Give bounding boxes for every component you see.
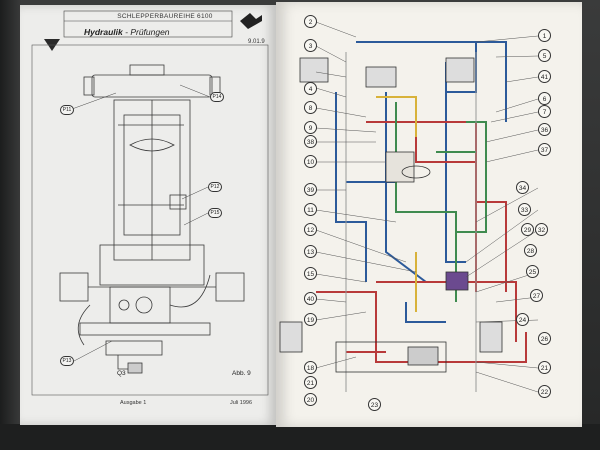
callout-left-3: P12 <box>208 182 222 192</box>
callout-28: 28 <box>524 244 537 257</box>
callout-21-left: 21 <box>304 376 317 389</box>
callout-1: 1 <box>538 29 551 42</box>
hydraulic-components <box>279 57 503 373</box>
hydraulic-diagram <box>279 21 539 393</box>
callout-2: 2 <box>304 15 317 28</box>
callout-3: 3 <box>304 39 317 52</box>
book-cover <box>0 424 600 450</box>
callout-41: 41 <box>538 70 551 83</box>
callout-left-1: P11 <box>60 105 74 115</box>
section-title: Hydraulik <box>84 27 123 37</box>
callout-10: 10 <box>304 155 317 168</box>
callout-12: 12 <box>304 223 317 236</box>
callout-13: 13 <box>304 245 317 258</box>
tractor-logo-icon <box>240 13 262 29</box>
date-label: Juli 1996 <box>230 400 253 406</box>
part-label: Q3 <box>117 370 126 377</box>
callout-leaders <box>315 21 539 393</box>
edition-label: Ausgabe 1 <box>120 400 147 406</box>
callout-26: 26 <box>538 332 551 345</box>
callout-left-2: P14 <box>210 92 224 102</box>
callout-19: 19 <box>304 313 317 326</box>
callout-34: 34 <box>516 181 529 194</box>
callout-39: 39 <box>304 183 317 196</box>
callout-6: 6 <box>538 92 551 105</box>
left-page: SCHLEPPERBAUREIHE 6100 Hydraulik - Prüfu… <box>20 5 276 425</box>
callout-36: 36 <box>538 123 551 136</box>
callout-20: 20 <box>304 393 317 406</box>
left-diagram <box>31 10 269 396</box>
callout-9: 9 <box>304 121 317 134</box>
callout-22: 22 <box>538 385 551 398</box>
figure-frame <box>31 44 269 396</box>
page-title: Hydraulik - Prüfungen <box>84 27 170 37</box>
callout-left-5: P13 <box>60 356 74 366</box>
callout-32: 32 <box>535 223 548 236</box>
callout-24: 24 <box>516 313 529 326</box>
callout-21-right: 21 <box>538 361 551 374</box>
callout-40: 40 <box>304 292 317 305</box>
callout-5: 5 <box>538 49 551 62</box>
callout-23: 23 <box>368 398 381 411</box>
hydraulic-lines <box>316 41 527 392</box>
callout-38: 38 <box>304 135 317 148</box>
callout-29: 29 <box>521 223 534 236</box>
series-header: SCHLEPPERBAUREIHE 6100 <box>117 13 213 20</box>
header-box <box>63 10 233 38</box>
callout-18: 18 <box>304 361 317 374</box>
callout-33: 33 <box>518 203 531 216</box>
right-page: 2 3 4 8 9 38 10 39 11 12 13 15 40 19 18 … <box>276 2 582 427</box>
callout-7: 7 <box>538 105 551 118</box>
page-code: 9.01.9 <box>248 39 265 45</box>
callout-4: 4 <box>304 82 317 95</box>
subsection-title: Prüfungen <box>130 27 170 37</box>
callout-25: 25 <box>526 265 539 278</box>
callout-37: 37 <box>538 143 551 156</box>
callout-8: 8 <box>304 101 317 114</box>
tractor-drawing <box>59 64 245 374</box>
callout-left-4: P15 <box>208 208 222 218</box>
callout-15: 15 <box>304 267 317 280</box>
figure-label: Abb. 9 <box>232 370 251 377</box>
book-spine <box>0 0 22 450</box>
callout-27: 27 <box>530 289 543 302</box>
callout-11: 11 <box>304 203 317 216</box>
